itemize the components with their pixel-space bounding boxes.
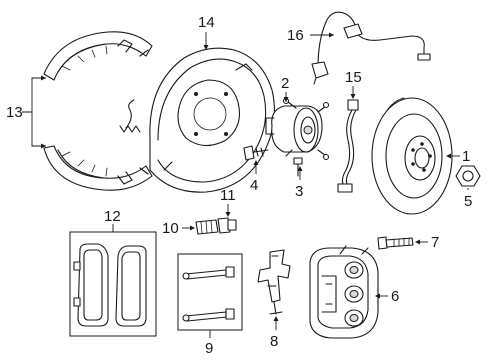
callout-8: 8 [270,316,279,350]
wheel-stud [293,157,303,177]
leader-line-13 [22,77,46,147]
backing-plate [149,47,275,193]
callout-5: 5 [464,188,472,210]
callout-label-15: 15 [345,69,362,86]
hub-bolt [243,145,269,161]
callout-13: 13 [6,75,46,149]
callout-3: 3 [295,166,303,200]
parking-brake-shoes [43,31,153,191]
callout-label-2: 2 [281,75,289,92]
hub-bearing-assembly [265,97,330,161]
callout-14: 14 [198,14,215,50]
callout-9: 9 [205,330,213,357]
callout-label-9: 9 [205,340,213,357]
callout-12: 12 [104,208,121,232]
callout-label-14: 14 [198,14,215,31]
brake-caliper [309,245,379,339]
callout-11: 11 [220,187,236,217]
callout-1: 1 [446,148,470,165]
callout-15: 15 [345,69,362,99]
callout-label-7: 7 [431,234,439,251]
callout-2: 2 [281,75,289,102]
callout-4: 4 [250,160,259,194]
callout-label-16: 16 [287,27,304,44]
guide-pin-upper [185,269,228,280]
wheel-speed-sensor [311,11,431,85]
callout-10: 10 [162,220,195,237]
brake-pad-left [77,243,109,327]
lug-nut [455,165,481,187]
callout-label-1: 1 [462,148,470,165]
callout-label-11: 11 [220,187,236,204]
callout-label-5: 5 [464,193,472,210]
callout-16: 16 [287,27,334,44]
callout-label-8: 8 [270,333,278,350]
anti-rattle-clip [257,249,291,315]
brake-pad-right [115,245,147,327]
callout-label-4: 4 [250,177,258,194]
guide-pins-group [177,253,243,331]
callout-7: 7 [415,234,439,251]
brake-rotor [371,97,453,215]
callout-label-10: 10 [162,220,179,237]
callout-label-6: 6 [391,288,399,305]
brake-pads-group [69,231,157,337]
callout-label-3: 3 [295,183,303,200]
guide-pin-lower [185,311,228,322]
callout-label-13: 13 [6,104,23,121]
callout-6: 6 [375,288,399,305]
bleeder-screw [195,217,237,235]
callout-label-12: 12 [104,208,121,225]
caliper-bolt [377,236,414,250]
brake-hose [337,99,359,193]
